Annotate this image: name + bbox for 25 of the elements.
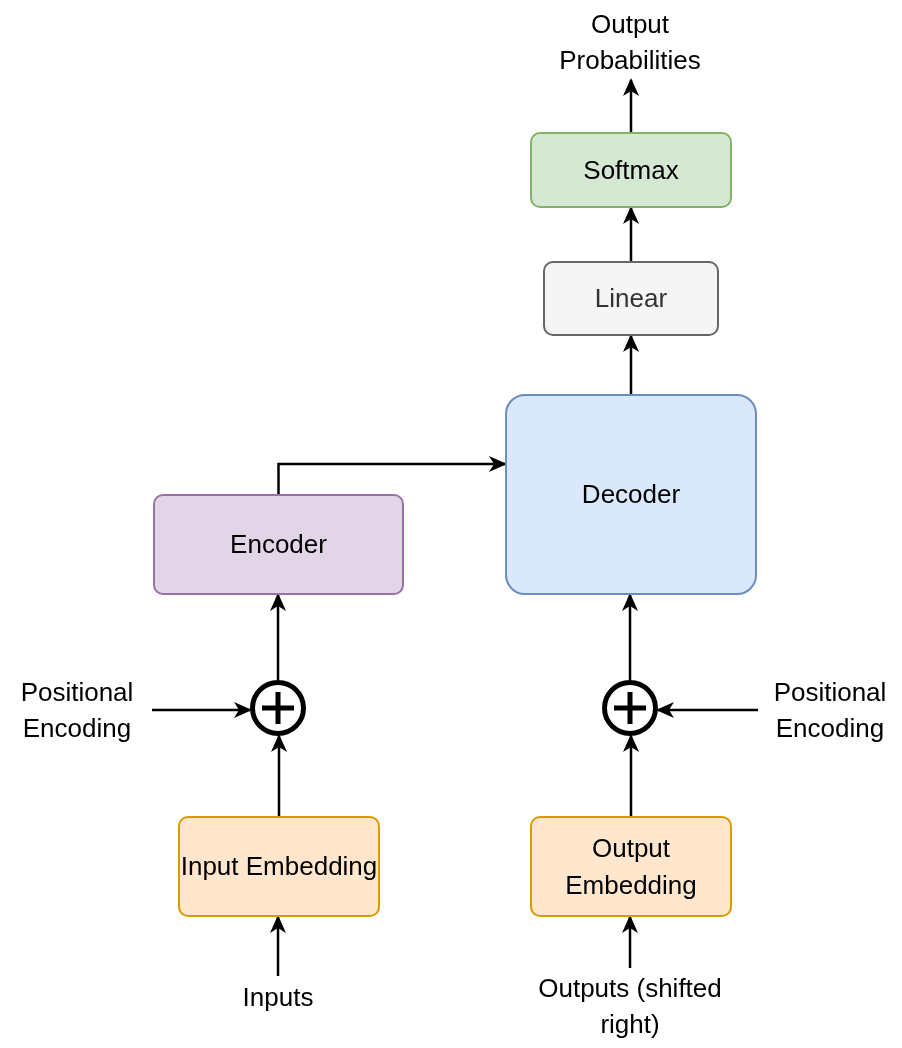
arrow	[623, 334, 639, 394]
text-label: Positional Encoding	[758, 673, 902, 747]
arrow	[622, 915, 638, 968]
arrow	[270, 593, 286, 680]
arrow	[277, 456, 507, 494]
process-box: Softmax	[530, 132, 732, 208]
text-label: Positional Encoding	[2, 673, 152, 747]
sum-circle	[602, 680, 658, 736]
text-label: Output Probabilities	[530, 5, 730, 79]
arrow	[623, 734, 639, 816]
arrow	[270, 915, 286, 976]
text-label: Inputs	[242, 978, 314, 1016]
process-box: Decoder	[505, 394, 757, 595]
arrow	[152, 702, 252, 718]
arrow	[623, 206, 639, 261]
arrow	[623, 78, 639, 132]
text-label: Outputs (shifted right)	[530, 969, 730, 1043]
arrow	[271, 734, 287, 816]
process-box: Input Embedding	[178, 816, 380, 917]
arrow	[622, 593, 638, 680]
process-box: Output Embedding	[530, 816, 732, 917]
process-box: Linear	[543, 261, 719, 336]
arrow	[656, 702, 758, 718]
sum-circle	[250, 680, 306, 736]
process-box: Encoder	[153, 494, 404, 595]
